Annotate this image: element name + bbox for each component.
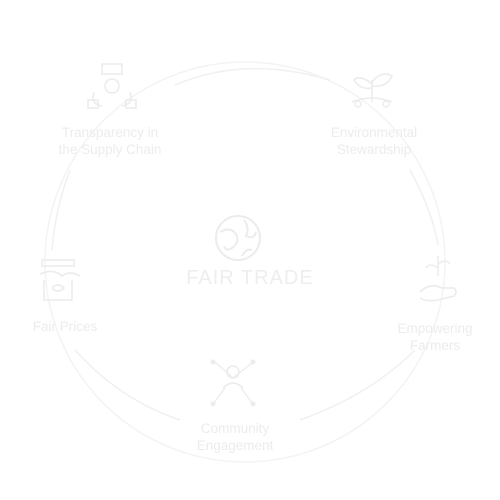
supply-chain-icon: [87, 63, 137, 109]
label-line: Farmers: [409, 338, 461, 353]
plant-icon: [351, 73, 394, 108]
arc-bottom-right: [299, 349, 416, 421]
label-line: Transparency in: [61, 125, 159, 140]
node-label-community: Community Engagement: [160, 420, 310, 454]
label-line: Fair Prices: [32, 319, 98, 334]
globe-icon: [215, 215, 261, 261]
farmer-hand-icon: [419, 256, 457, 302]
arc-top: [174, 67, 331, 86]
node-label-environmental: Environmental Stewardship: [294, 124, 454, 158]
handshake-icon: [39, 259, 81, 301]
center-title: FAIR TRADE: [186, 267, 314, 289]
arc-left: [51, 169, 71, 251]
node-label-fair-prices: Fair Prices: [10, 318, 120, 335]
label-line: the Supply Chain: [58, 142, 162, 157]
outer-ring: [44, 61, 446, 463]
label-line: Stewardship: [336, 142, 412, 157]
label-line: Engagement: [196, 438, 274, 453]
node-label-farmers: Empowering Farmers: [370, 320, 500, 354]
arc-right: [409, 169, 439, 246]
label-line: Community: [200, 421, 270, 436]
arc-bottom-left: [74, 349, 181, 421]
community-icon: [210, 359, 256, 407]
node-label-supply-chain: Transparency in the Supply Chain: [30, 124, 190, 158]
label-line: Environmental: [330, 125, 418, 140]
label-line: Empowering: [397, 321, 473, 336]
